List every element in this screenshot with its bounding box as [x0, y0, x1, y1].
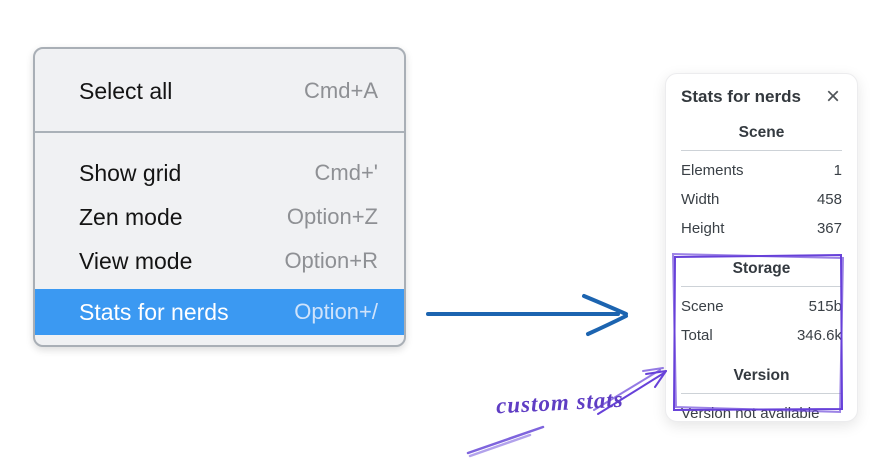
stats-for-nerds-panel: Stats for nerds × Scene Elements 1 Width… — [665, 73, 858, 422]
close-icon[interactable]: × — [825, 83, 840, 110]
context-menu: Select all Cmd+A Show grid Cmd+' Zen mod… — [33, 47, 406, 347]
stat-row-width: Width 458 — [681, 185, 842, 214]
menu-item-stats-for-nerds[interactable]: Stats for nerds Option+/ — [35, 289, 404, 335]
stat-label: Height — [681, 220, 725, 237]
section-heading: Storage — [732, 260, 791, 277]
panel-header: Stats for nerds × — [681, 83, 842, 110]
panel-title: Stats for nerds — [681, 87, 801, 106]
stat-value: 1 — [833, 162, 842, 179]
menu-item-label: Stats for nerds — [79, 298, 229, 325]
menu-item-shortcut: Option+R — [284, 248, 378, 273]
stat-label: Elements — [681, 162, 744, 179]
menu-item-view-mode[interactable]: View mode Option+R — [35, 239, 404, 283]
stat-value: 346.6k — [796, 327, 842, 344]
menu-item-select-all[interactable]: Select all Cmd+A — [35, 69, 404, 113]
section-version: Version Version not available — [681, 367, 842, 428]
section-divider — [681, 286, 842, 287]
menu-item-shortcut: Option+/ — [294, 299, 378, 324]
menu-item-label: View mode — [79, 247, 193, 274]
stat-row-total-storage: Total 346.6k — [681, 321, 842, 350]
flow-arrow — [426, 294, 628, 336]
section-storage: Storage Scene 515b Total 346.6k — [681, 260, 842, 350]
menu-item-shortcut: Cmd+A — [304, 78, 378, 103]
section-divider — [681, 393, 842, 394]
stat-label: Width — [681, 191, 720, 208]
menu-item-show-grid[interactable]: Show grid Cmd+' — [35, 151, 404, 195]
menu-item-label: Zen mode — [79, 203, 183, 230]
menu-item-label: Show grid — [79, 159, 182, 186]
menu-separator — [35, 131, 404, 133]
annotation-tail-line — [466, 425, 545, 458]
section-divider — [681, 150, 842, 151]
menu-item-shortcut: Option+Z — [286, 204, 378, 229]
stat-row-scene-storage: Scene 515b — [681, 292, 842, 321]
menu-item-shortcut: Cmd+' — [314, 160, 379, 185]
section-scene: Scene Elements 1 Width 458 Height 367 — [681, 124, 842, 243]
menu-item-zen-mode[interactable]: Zen mode Option+Z — [35, 195, 404, 239]
stat-label: Scene — [681, 298, 724, 315]
stat-row-height: Height 367 — [681, 214, 842, 243]
stat-label: Total — [681, 327, 713, 344]
custom-stats-annotation: custom stats — [495, 386, 625, 419]
stat-value: 515b — [808, 298, 842, 315]
section-heading: Scene — [738, 124, 785, 141]
stat-value: 367 — [816, 220, 842, 237]
stat-row-elements: Elements 1 — [681, 156, 842, 185]
stat-value: 458 — [816, 191, 842, 208]
version-message: Version not available — [681, 405, 820, 422]
section-heading: Version — [733, 367, 790, 384]
menu-item-label: Select all — [79, 77, 173, 104]
